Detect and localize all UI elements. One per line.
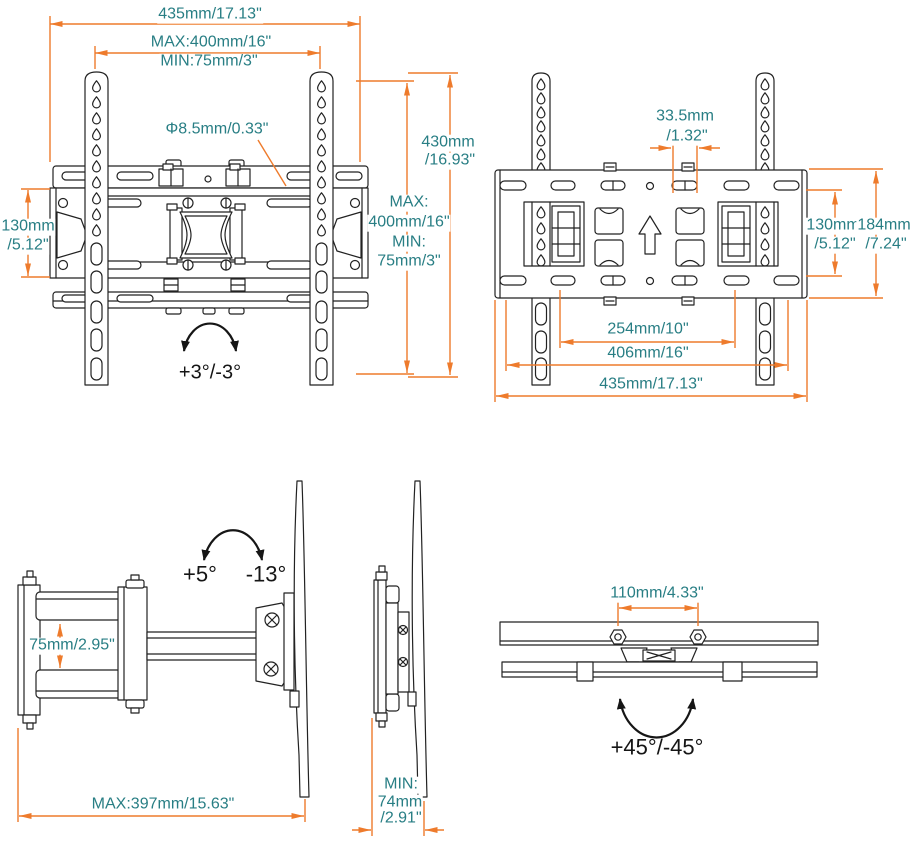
- dim-side-max-extension: MAX:397mm/15.63": [90, 795, 236, 814]
- dim-wall-slot-spacing-mm: 130mm: [805, 216, 861, 235]
- dim-front-hole-diameter: Φ8.5mm/0.33": [164, 120, 270, 139]
- rotation-arc-icon: [181, 322, 239, 352]
- articulating-arm: [35, 574, 276, 714]
- dim-folded-min-depth-mm: 74mm: [376, 793, 424, 812]
- dim-wall-hole-spacing-406: 406mm/16": [606, 344, 690, 363]
- dim-front-min-width: MIN:75mm/3": [159, 52, 259, 71]
- label-tilt-down: -13°: [245, 561, 287, 587]
- tv-bar-top-view: [499, 621, 819, 646]
- dim-front-max-width: MAX:400mm/16": [149, 33, 273, 52]
- hole-diameter-leader: [257, 139, 287, 187]
- wall-plate-dimension-lines: [494, 140, 883, 402]
- front-view-dimension-lines: [21, 16, 458, 378]
- left-tv-rail: [84, 71, 109, 386]
- front-view-drawing: [21, 16, 458, 386]
- tv-clamp-top-left: [158, 163, 184, 187]
- mounting-bolt-left: [609, 629, 627, 645]
- top-view-dimension-lines: [617, 599, 699, 626]
- dim-wall-overall-width: 435mm/17.13": [598, 375, 704, 394]
- dim-folded-min-label: MIN:: [383, 775, 419, 794]
- tv-profile-extended: [289, 480, 310, 798]
- vesa-adapter-bracket: [166, 203, 246, 265]
- tv-profile-folded: [407, 480, 428, 798]
- side-view-folded-drawing: [352, 480, 444, 836]
- label-tilt-up: +5°: [183, 561, 217, 587]
- right-tv-rail: [309, 71, 334, 386]
- dim-side-arm-height: 75mm/2.95": [28, 636, 116, 655]
- dim-wall-plate-height-in: /7.24": [864, 235, 908, 254]
- dim-wall-hole-pitch-mm: 33.5mm: [655, 107, 715, 126]
- dim-top-bolt-spacing: 110mm/4.33": [609, 584, 705, 603]
- wall-plate-top-view: [501, 661, 818, 682]
- dim-front-plate-height-mm: 130mm: [0, 217, 56, 236]
- tilt-arc-icon: [201, 529, 265, 561]
- dim-front-vesa-min-label: MIN:: [391, 233, 427, 252]
- top-view-drawing: [499, 599, 819, 739]
- right-cutout: [717, 201, 779, 267]
- dim-folded-min-depth-in: /2.91": [379, 809, 423, 828]
- dim-front-vesa-max-label: MAX:: [388, 193, 430, 212]
- dim-front-overall-height-mm: 430mm: [420, 133, 476, 152]
- side-view-dimension-lines: [17, 624, 306, 822]
- dim-wall-plate-height-mm: 184mm: [856, 216, 912, 235]
- dim-front-overall-width: 435mm/17.13": [157, 5, 263, 24]
- wall-plate-view-drawing: [494, 72, 883, 402]
- dim-wall-hole-spacing-254: 254mm/10": [606, 320, 690, 339]
- dim-front-plate-height-in: /5.12": [6, 236, 50, 255]
- label-rotation-range: +3°/-3°: [178, 361, 242, 384]
- folded-mount: [373, 565, 410, 728]
- dim-wall-slot-spacing-in: /5.12": [813, 235, 857, 254]
- folded-dimension-lines: [352, 718, 444, 836]
- tilt-hinge: [255, 592, 295, 691]
- swivel-arc-icon: [616, 698, 697, 739]
- dim-front-vesa-min-value: 75mm/3": [376, 252, 442, 271]
- label-swivel-range: +45°/-45°: [610, 734, 704, 760]
- left-cutout: [523, 201, 585, 267]
- dim-front-vesa-max-value: 400mm/16": [367, 213, 451, 232]
- side-view-extended-drawing: [17, 480, 310, 822]
- dim-front-overall-height-in: /16.93": [423, 151, 477, 170]
- wall-plate: [494, 162, 808, 306]
- mounting-bolt-right: [689, 629, 707, 645]
- tv-clamp-top-right: [225, 163, 251, 187]
- dim-wall-hole-pitch-in: /1.32": [665, 127, 709, 146]
- up-arrow-icon: [638, 215, 662, 255]
